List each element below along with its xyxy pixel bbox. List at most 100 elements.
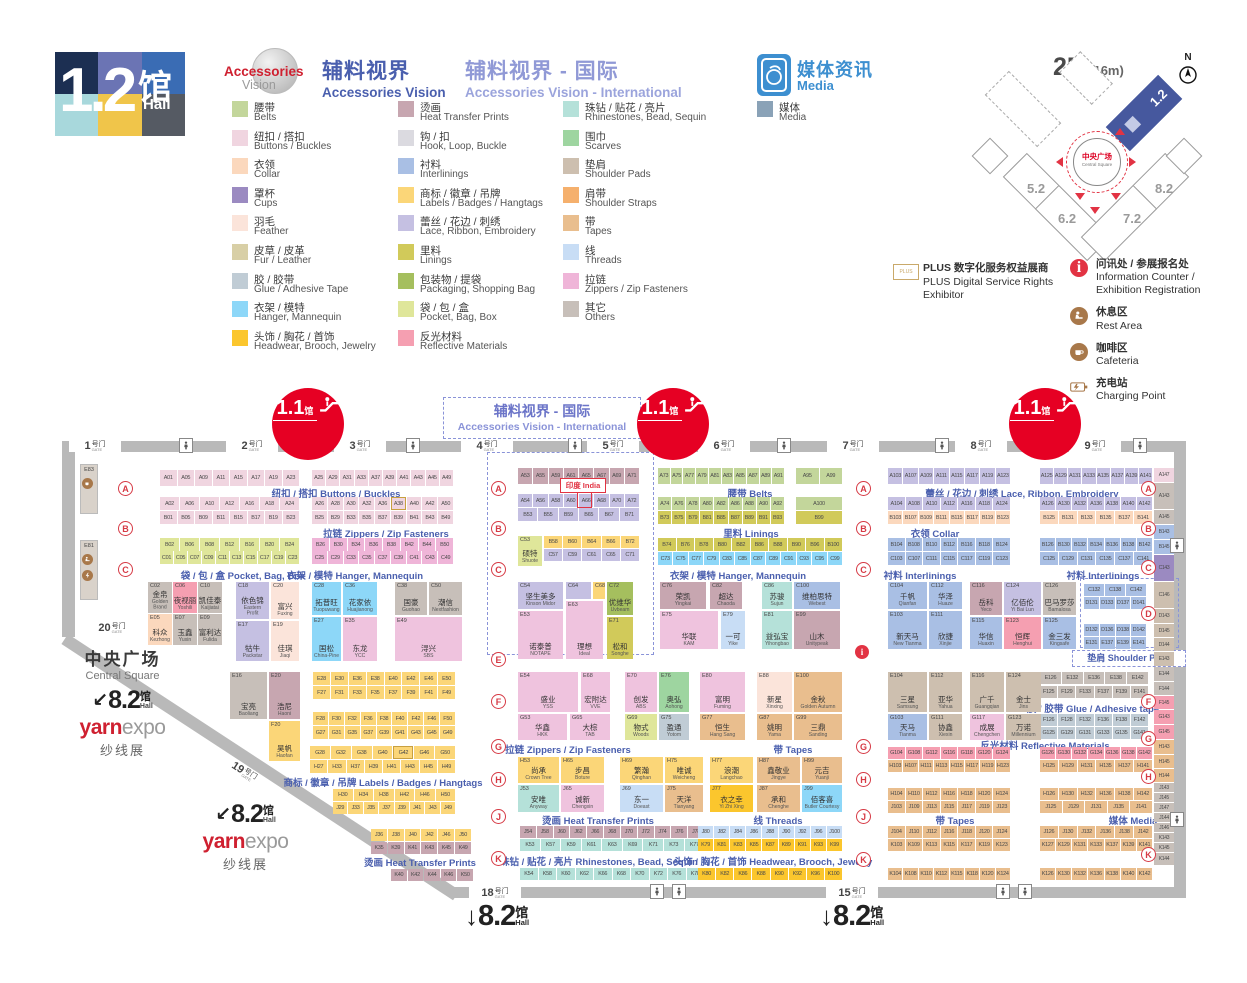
- booth-cell: J58: [536, 826, 553, 838]
- booth-cell: A30: [343, 497, 359, 510]
- booth-cell: A130: [1056, 497, 1072, 510]
- booth-cell: B66: [601, 536, 620, 548]
- booth-cell: F27: [313, 686, 330, 699]
- booth-cell: H112: [923, 788, 940, 800]
- booth-cell: A50: [438, 497, 454, 510]
- booth-block: C64: [566, 582, 591, 599]
- booth-cell: B17: [247, 511, 264, 524]
- booth-cell: A05: [177, 470, 194, 486]
- charge-icon: [82, 570, 93, 581]
- booth-cell: J119: [975, 801, 993, 813]
- booth-cell: J42: [421, 829, 438, 841]
- booth-cell: B115: [949, 511, 964, 524]
- booth-cell: C87: [750, 552, 765, 565]
- booth-cell: J123: [993, 801, 1011, 813]
- booth-cell: E141: [1131, 637, 1146, 649]
- booth-cell: E144: [1154, 667, 1174, 681]
- section-header: 烫画 Heat Transfer Prints: [364, 858, 476, 869]
- booth-cell: B87: [728, 511, 742, 524]
- row-letter-A: A: [118, 481, 133, 496]
- booth-cell: C61: [582, 549, 601, 561]
- booth-cell: B39: [390, 511, 406, 524]
- route-arrow-icon: [1111, 193, 1121, 205]
- booth-cell: A104: [888, 497, 905, 510]
- booth-cell: C91: [781, 552, 796, 565]
- booth-cell: C33: [343, 551, 359, 564]
- booth-cell: K81: [714, 839, 730, 851]
- booth-cell: C19: [272, 551, 285, 564]
- booth-cell: A126: [1040, 497, 1056, 510]
- booth-cell: B41: [406, 511, 422, 524]
- booth-cell: D131: [1084, 597, 1099, 609]
- booth-cell: A23: [282, 470, 299, 486]
- booth-cell: A88: [742, 497, 756, 510]
- booth-cell: F145: [1154, 696, 1174, 709]
- booth-cell: J117: [958, 801, 975, 813]
- booth-cell: J124: [993, 826, 1011, 838]
- booth-cell: C119: [975, 552, 993, 565]
- minimap-central-square: 中央广场 Central Square: [1073, 138, 1121, 186]
- booth-cell: H125: [1040, 760, 1058, 772]
- booth-cell: K61: [581, 839, 602, 851]
- booth-cell: F39: [402, 686, 420, 699]
- hall-logo-square: [55, 52, 99, 94]
- booth-cell: K58: [538, 868, 556, 880]
- booth-cell: A135: [1096, 468, 1110, 484]
- av-logo-line1: Accessories: [224, 64, 304, 79]
- booth-cell: K60: [557, 868, 575, 880]
- booth-cell: K120: [980, 868, 995, 880]
- row-letter-B: B: [1141, 521, 1156, 536]
- booth-cell: K127: [1040, 839, 1056, 851]
- booth-cell: G126: [1040, 747, 1056, 759]
- booth-cell: J103: [888, 801, 905, 813]
- legend-swatch: [563, 272, 579, 289]
- row-letter-B: B: [118, 521, 133, 536]
- booth-cell: F136: [1094, 714, 1112, 726]
- wall-right: [1174, 441, 1186, 898]
- booth-cell: F46: [424, 712, 440, 725]
- booth-cell: G116: [940, 747, 958, 759]
- section-header: 头饰 / 胸花 / 首饰 Headwear, Brooch, Jewelry: [673, 857, 873, 868]
- booth-cell: J70: [620, 826, 637, 838]
- booth-cell: J126: [1040, 826, 1058, 838]
- booth-cell: C73: [658, 552, 673, 565]
- booth-cell: J100: [826, 826, 842, 838]
- booth-cell: H131: [1077, 760, 1096, 772]
- booth-cell: A10: [200, 497, 219, 510]
- booth-cell: H39: [364, 760, 382, 773]
- section-header: 袋 / 包 / 盒 Pocket, Bag, Box: [180, 571, 306, 582]
- booth-cell: G32: [330, 746, 351, 759]
- booth-cell: A123: [995, 468, 1010, 484]
- booth-cell: J68: [604, 826, 620, 838]
- booth-cell: G31: [328, 726, 344, 739]
- legend-swatch: [563, 186, 579, 203]
- booth-cell: C25: [312, 551, 327, 564]
- booth-cell: K109: [905, 839, 923, 851]
- booth-cell: J135: [1107, 801, 1130, 813]
- row-letter-G: G: [1141, 731, 1156, 746]
- booth-cell: K44: [424, 869, 440, 881]
- rest-icon: [82, 554, 93, 565]
- booth-cell: C137: [1115, 552, 1134, 565]
